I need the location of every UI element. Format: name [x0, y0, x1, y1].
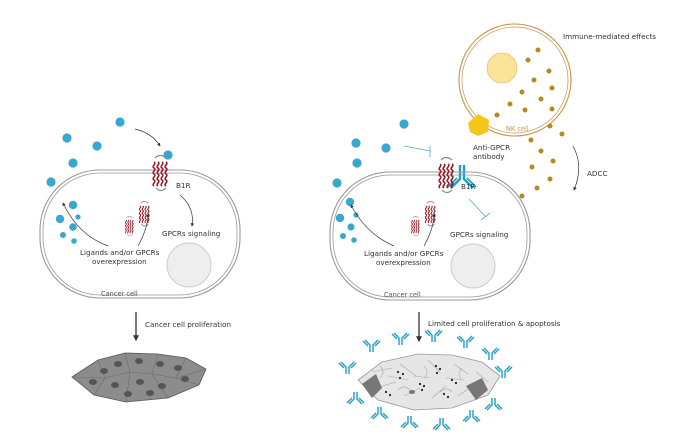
- adcc-label: ADCC: [587, 169, 608, 178]
- receptor-internal-icon-2: [125, 215, 134, 237]
- apoptotic-tumor: [338, 329, 513, 431]
- signaling-label: GPCRs signaling: [162, 229, 220, 238]
- signaling-label-right: GPCRs signaling: [450, 230, 508, 239]
- nucleus: [166, 242, 212, 288]
- cancer-cell-membrane: [39, 169, 241, 299]
- overexpression-arrow-right: [350, 204, 395, 247]
- antibody-small-icon: [370, 406, 389, 420]
- outcome-label-right: Limited cell proliferation & apoptosis: [428, 319, 561, 328]
- cancer-cell-label: Cancer cell: [101, 290, 138, 298]
- granules: [494, 47, 565, 199]
- antibody-label-1: Anti-GPCR: [473, 143, 510, 152]
- overexpression-arrow: [62, 202, 109, 247]
- b1r-label: B1R: [176, 181, 191, 190]
- overexpression-label-right-2: overexpression: [376, 258, 431, 267]
- signaling-arrow: [179, 194, 195, 227]
- nk-cell: [458, 23, 572, 137]
- receptor-internal-icon: [138, 200, 150, 227]
- antibody-label-2: antibody: [473, 152, 505, 161]
- antibody-small-icon: [432, 417, 451, 431]
- nucleus-right: [450, 243, 496, 289]
- ligand-dots-right: [332, 119, 409, 243]
- nk-cell-label: NK cell: [506, 125, 529, 133]
- antibody-small-icon: [484, 397, 503, 411]
- antibody-small-icon: [362, 339, 381, 353]
- ligand-dots: [46, 117, 173, 244]
- cancer-cell-membrane-right: [329, 171, 531, 301]
- ligand-arrow: [134, 128, 161, 147]
- b1r-label-right: B1R: [461, 182, 476, 191]
- immune-effects-label: Immune-mediated effects: [563, 32, 656, 41]
- overexpression-label-right-1: Ligands and/or GPCRs: [364, 249, 444, 258]
- overexpression-label-1: Ligands and/or GPCRs: [80, 248, 160, 257]
- fc-receptor-tag-icon: [468, 114, 489, 136]
- adcc-arrow: [572, 145, 580, 191]
- overexpression-label-2: overexpression: [92, 257, 147, 266]
- antibody-small-icon: [400, 415, 419, 429]
- nk-nucleus: [486, 52, 518, 84]
- left-panel: B1R GPCRs signaling Ligands and/or GPCRs…: [39, 117, 241, 403]
- antibody-small-icon: [456, 335, 475, 349]
- outcome-label: Cancer cell proliferation: [145, 320, 231, 329]
- inhibition-lines: [403, 145, 491, 221]
- antibody-small-icon: [462, 409, 481, 423]
- cancer-cell-label-right: Cancer cell: [384, 291, 421, 299]
- receptor-internal-icon-right: [424, 200, 436, 227]
- antibody-small-icon: [346, 391, 365, 405]
- antibody-small-icon: [338, 361, 357, 375]
- antibody-small-icon: [424, 329, 443, 343]
- overexpression-arrow-right-2: [423, 213, 436, 247]
- receptor-internal-icon-right-2: [411, 215, 420, 237]
- antibody-small-icon: [481, 347, 500, 361]
- tumor-mass: [71, 352, 207, 403]
- overexpression-arrow-2: [137, 213, 150, 247]
- antibody-small-icon: [391, 332, 410, 346]
- right-panel: Immune-mediated effects NK cell ADCC Ant…: [329, 23, 656, 431]
